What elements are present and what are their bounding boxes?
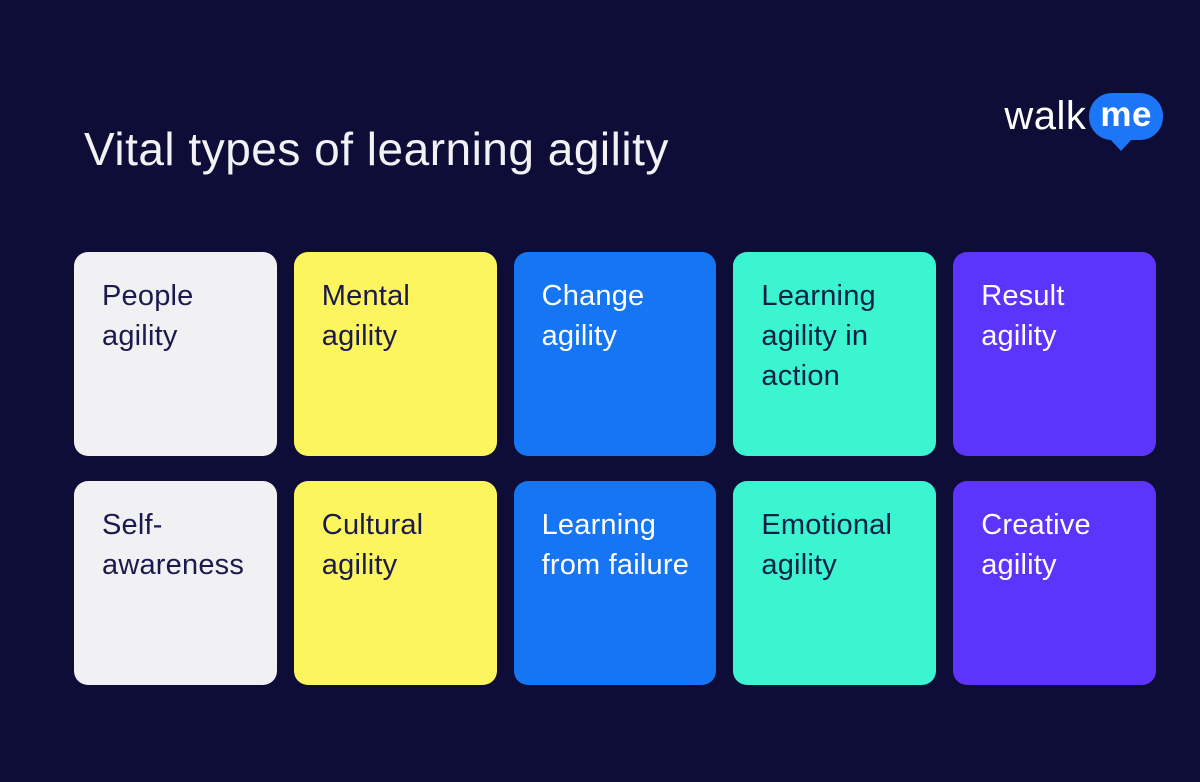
card-learning-from-failure: Learning from failure [513,481,717,685]
card-label: Result agility [981,280,1065,352]
card-learning-agility-in-action: Learning agility in action [733,252,937,456]
card-label: Emotional agility [761,509,893,581]
card-label: Mental agility [321,280,411,352]
card-label: Learning from failure [541,509,690,581]
walkme-logo-me-text: me [1100,94,1152,134]
card-label: Cultural agility [321,509,424,581]
walkme-logo-walk-text: walk [1004,94,1087,138]
card-cultural-agility: Cultural agility [293,481,497,685]
card-people-agility: People agility [74,252,277,456]
card-self-awareness: Self-awareness [74,481,277,685]
card-label: Change agility [541,280,645,352]
walkme-logo: walk me [1004,93,1163,151]
cards-grid: People agility Mental agility Change agili… [74,252,1156,685]
card-label: Learning agility in action [761,280,876,392]
card-label: Self-awareness [102,509,245,581]
card-change-agility: Change agility [513,252,717,456]
page-title: Vital types of learning agility [84,122,669,175]
card-label: Creative agility [981,509,1091,581]
card-label: People agility [102,280,194,352]
speech-bubble-tail-icon [1109,138,1134,151]
walkme-logo-bubble: me [1089,93,1163,151]
card-result-agility: Result agility [953,252,1156,456]
card-mental-agility: Mental agility [293,252,497,456]
card-emotional-agility: Emotional agility [733,481,937,685]
card-creative-agility: Creative agility [953,481,1156,685]
